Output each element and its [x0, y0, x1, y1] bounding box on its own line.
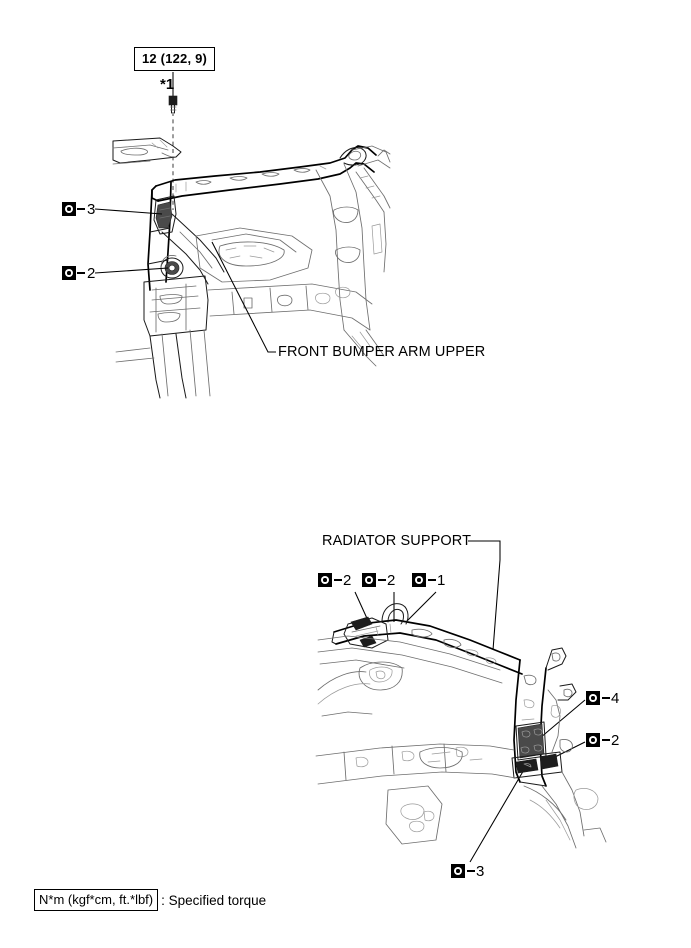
- callout-dash: [334, 579, 342, 581]
- callout-number: 3: [87, 200, 96, 218]
- callout-symbol-icon: [62, 266, 76, 280]
- part-label-front-bumper-arm-upper: FRONT BUMPER ARM UPPER: [278, 344, 486, 360]
- callout-dash: [467, 870, 475, 872]
- callout-dash: [378, 579, 386, 581]
- callout-number: 1: [437, 571, 446, 589]
- callout-symbol-icon: [412, 573, 426, 587]
- callout-marker-lower-right-2[interactable]: 2: [586, 731, 620, 749]
- callout-marker-lower-1[interactable]: 1: [412, 571, 446, 589]
- torque-unit-legend: N*m (kgf*cm, ft.*lbf) : Specified torque: [34, 889, 266, 911]
- callout-number: 2: [387, 571, 396, 589]
- callout-symbol-icon: [586, 691, 600, 705]
- callout-symbol-icon: [318, 573, 332, 587]
- callout-marker-lower-2a[interactable]: 2: [318, 571, 352, 589]
- callout-number: 2: [611, 731, 620, 749]
- callout-number: 3: [476, 862, 485, 880]
- callout-number: 2: [87, 264, 96, 282]
- torque-unit-box: N*m (kgf*cm, ft.*lbf): [34, 889, 159, 911]
- callout-number: 2: [343, 571, 352, 589]
- callout-marker-upper-2[interactable]: 2: [62, 264, 96, 282]
- callout-symbol-icon: [451, 864, 465, 878]
- callout-number: 4: [611, 689, 620, 707]
- callout-dash: [602, 697, 610, 699]
- callout-marker-lower-2b[interactable]: 2: [362, 571, 396, 589]
- callout-dash: [602, 739, 610, 741]
- callout-marker-upper-3[interactable]: 3: [62, 200, 96, 218]
- torque-spec-box: 12 (122, 9): [134, 47, 216, 71]
- callout-symbol-icon: [586, 733, 600, 747]
- part-label-radiator-support: RADIATOR SUPPORT: [322, 533, 472, 549]
- callout-dash: [77, 272, 85, 274]
- fastener-reference-label: *1: [160, 76, 175, 93]
- callout-symbol-icon: [62, 202, 76, 216]
- callout-dash: [428, 579, 436, 581]
- callout-symbol-icon: [362, 573, 376, 587]
- callout-dash: [77, 208, 85, 210]
- callout-marker-lower-4[interactable]: 4: [586, 689, 620, 707]
- torque-legend-text: : Specified torque: [161, 892, 267, 908]
- callout-marker-lower-3[interactable]: 3: [451, 862, 485, 880]
